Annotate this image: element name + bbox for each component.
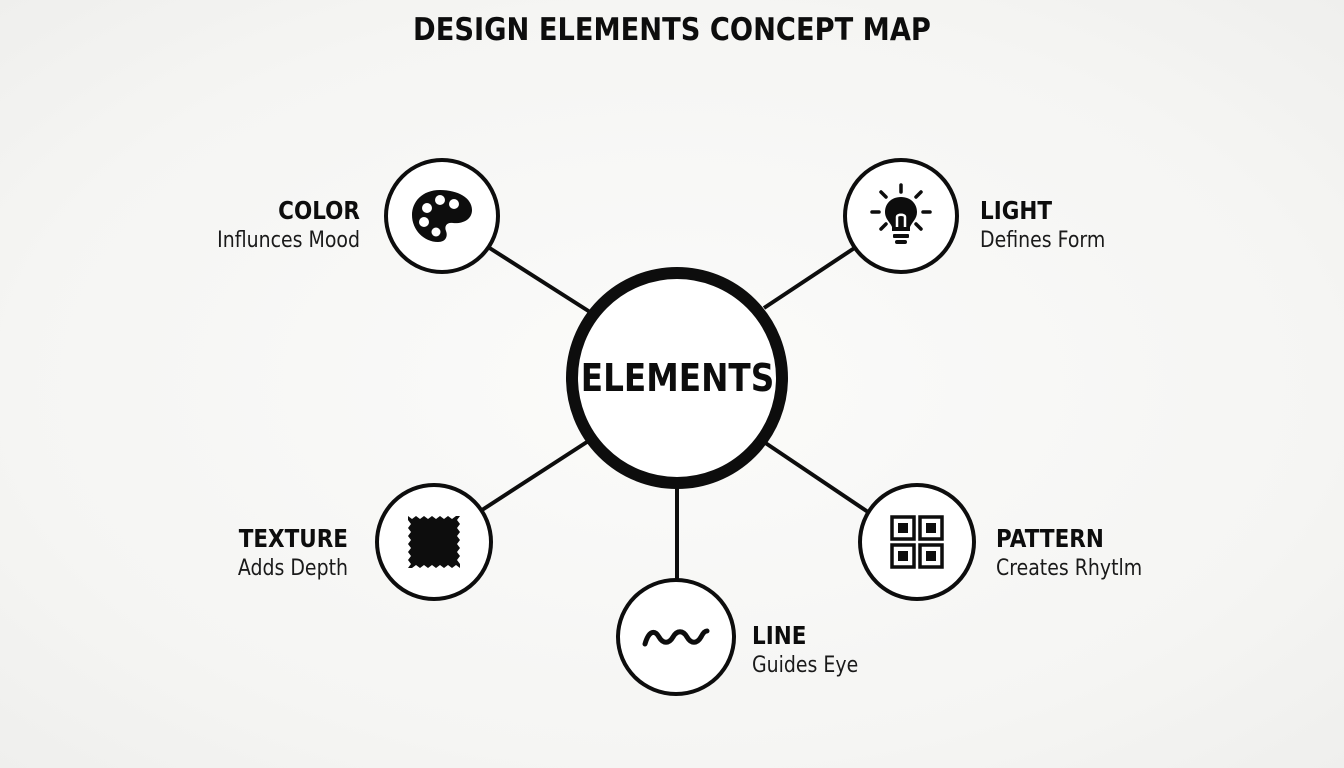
label-texture: TEXTURE Adds Depth (148, 524, 348, 584)
label-line: LINE Guides Eye (752, 621, 952, 681)
node-color[interactable] (384, 158, 500, 274)
node-desc-light: Defines Form (980, 228, 1106, 253)
node-title-texture: TEXTURE (238, 524, 348, 553)
wave-line-icon (641, 622, 711, 652)
node-texture[interactable] (375, 483, 493, 601)
node-title-color: COLOR (278, 196, 360, 225)
node-pattern[interactable] (858, 483, 976, 601)
label-pattern: PATTERN Creates Rhytlm (996, 524, 1216, 584)
node-line[interactable] (616, 578, 736, 696)
connector-pattern (762, 440, 870, 514)
node-title-light: LIGHT (980, 196, 1053, 225)
connector-light (762, 245, 858, 310)
node-title-pattern: PATTERN (996, 524, 1104, 553)
label-light: LIGHT Defines Form (980, 196, 1180, 256)
node-desc-line: Guides Eye (752, 653, 859, 678)
palette-icon (410, 188, 474, 244)
fabric-swatch-icon (404, 512, 464, 572)
node-desc-color: Influnces Mood (217, 228, 360, 253)
connector-texture (480, 438, 592, 512)
connector-color (486, 245, 592, 314)
node-title-line: LINE (752, 621, 807, 650)
node-desc-pattern: Creates Rhytlm (996, 556, 1143, 581)
node-desc-texture: Adds Depth (237, 556, 348, 581)
node-light[interactable] (843, 158, 959, 274)
label-color: COLOR Influnces Mood (160, 196, 360, 256)
lightbulb-icon (869, 183, 933, 249)
grid-pattern-icon (889, 514, 945, 570)
center-label: ELEMENTS (580, 356, 774, 400)
page-title: DESIGN ELEMENTS CONCEPT MAP (413, 12, 931, 48)
center-node-elements[interactable]: ELEMENTS (566, 267, 788, 489)
